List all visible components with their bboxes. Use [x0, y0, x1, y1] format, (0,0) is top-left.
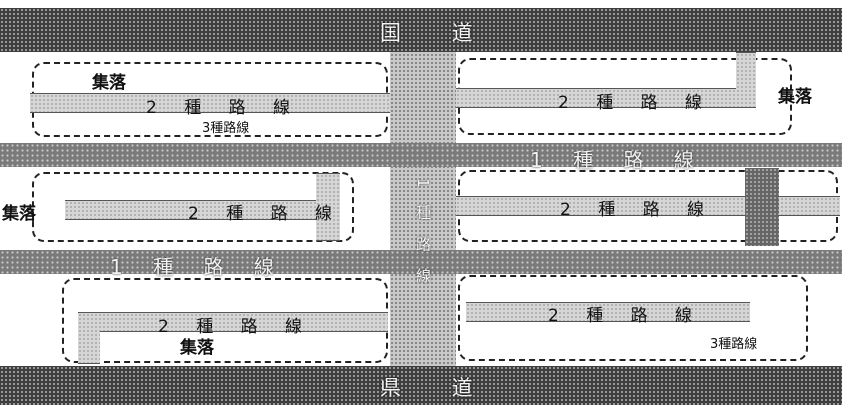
second-class-label-mid-right: 2 種 路 線	[560, 200, 716, 220]
second-class-route-mid-right-vertical	[745, 168, 779, 246]
national-road-label: 国 道	[380, 21, 495, 45]
second-class-route-top-left	[30, 93, 390, 113]
second-class-route-bottom-right	[466, 302, 750, 322]
settlement-label-mid-left: 集落	[2, 204, 36, 224]
first-class-route-vertical	[390, 45, 456, 370]
second-class-label-bottom-right: 2 種 路 線	[548, 306, 704, 326]
second-class-route-bottom-left-branch	[78, 312, 100, 364]
settlement-label-top-right: 集落	[778, 87, 812, 107]
settlement-label-bottom-left: 集落	[180, 338, 214, 358]
third-class-label-bottom-right: 3種路線	[710, 337, 758, 352]
settlement-label-top-left: 集落	[92, 73, 126, 93]
second-class-route-mid-left	[65, 200, 340, 220]
first-class-vertical-label: 1 種 路 線	[414, 178, 432, 289]
settlement-area-bottom-right	[458, 275, 808, 361]
second-class-route-bottom-left	[78, 312, 388, 332]
first-class-upper-label: 1 種 路 線	[530, 148, 706, 172]
prefectural-road	[0, 366, 842, 405]
first-class-route-upper	[0, 143, 842, 167]
national-road	[0, 8, 842, 52]
prefectural-road-label: 県 道	[380, 376, 495, 400]
second-class-label-mid-left: 2 種 路 線	[188, 204, 344, 224]
first-class-route-lower	[0, 250, 842, 274]
second-class-route-mid-right	[456, 196, 840, 216]
first-class-lower-label: 1 種 路 線	[110, 255, 286, 279]
second-class-route-top-right-branch	[736, 52, 756, 108]
second-class-label-bottom-left: 2 種 路 線	[158, 317, 314, 337]
second-class-route-top-right	[456, 88, 756, 108]
second-class-label-top-left: 2 種 路 線	[146, 98, 302, 118]
settlement-area-mid-left	[32, 172, 354, 242]
second-class-label-top-right: 2 種 路 線	[558, 93, 714, 113]
second-class-route-mid-left-branch	[316, 173, 340, 241]
third-class-label-top-left: 3種路線	[202, 121, 250, 136]
